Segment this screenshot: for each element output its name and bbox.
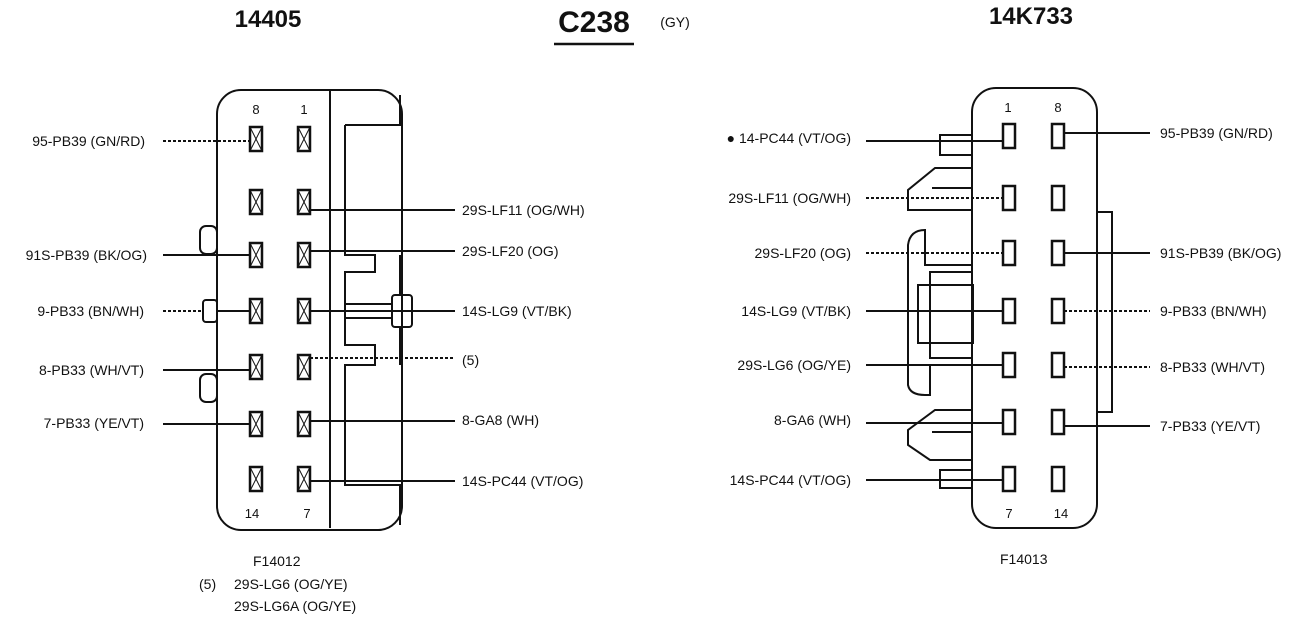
right-wire-label: 8-GA6 (WH) bbox=[774, 412, 851, 428]
right-pin bbox=[1050, 351, 1066, 379]
right-pin-grid bbox=[1001, 122, 1066, 493]
left-wire-label: 7-PB33 (YE/VT) bbox=[44, 415, 144, 431]
left-part-number: 14405 bbox=[235, 6, 302, 33]
left-wire-label: 29S-LF11 (OG/WH) bbox=[462, 202, 585, 218]
right-pin bbox=[1050, 122, 1066, 150]
left-wire-label: (5) bbox=[462, 352, 479, 368]
left-pin-num-1: 1 bbox=[300, 102, 307, 117]
right-latch-lower bbox=[907, 409, 972, 461]
right-wire-label: 9-PB33 (BN/WH) bbox=[1160, 303, 1267, 319]
right-wire-label: 14S-LG9 (VT/BK) bbox=[741, 303, 851, 319]
left-pin bbox=[296, 353, 312, 381]
right-wire-label: 7-PB33 (YE/VT) bbox=[1160, 418, 1260, 434]
right-connector-body bbox=[971, 87, 1098, 529]
left-side-tab-3 bbox=[199, 373, 218, 403]
right-pin-num-7: 7 bbox=[1005, 506, 1012, 521]
left-side-tab-2 bbox=[202, 299, 218, 323]
left-pin bbox=[296, 125, 312, 153]
left-pin bbox=[248, 241, 264, 269]
note-line: 29S-LG6 (OG/YE) bbox=[234, 576, 348, 592]
left-wire-label: 8-PB33 (WH/VT) bbox=[39, 362, 144, 378]
right-pin bbox=[1050, 465, 1066, 493]
left-side-tab-1 bbox=[199, 225, 218, 255]
left-wire-label: 29S-LF20 (OG) bbox=[462, 243, 558, 259]
right-wire-label: 8-PB33 (WH/VT) bbox=[1160, 359, 1265, 375]
right-pin-num-1: 1 bbox=[1004, 100, 1011, 115]
left-wire-label: 95-PB39 (GN/RD) bbox=[32, 133, 145, 149]
left-pin-num-7: 7 bbox=[303, 506, 310, 521]
right-wire-label: 14S-PC44 (VT/OG) bbox=[730, 472, 851, 488]
left-pin bbox=[296, 410, 312, 438]
left-wire-label: 9-PB33 (BN/WH) bbox=[37, 303, 144, 319]
right-pin bbox=[1050, 184, 1066, 212]
right-connector: 1 8 7 14 bbox=[727, 87, 1281, 567]
right-latch-upper bbox=[907, 167, 972, 211]
left-pin bbox=[248, 410, 264, 438]
right-wire-label: 95-PB39 (GN/RD) bbox=[1160, 125, 1273, 141]
right-wire-label: 29S-LG6 (OG/YE) bbox=[737, 357, 851, 373]
right-pin bbox=[1001, 465, 1017, 493]
right-wire-label: 29S-LF11 (OG/WH) bbox=[728, 190, 851, 206]
right-pin bbox=[1001, 351, 1017, 379]
left-wire-label: 8-GA8 (WH) bbox=[462, 412, 539, 428]
right-pin bbox=[1050, 408, 1066, 436]
left-pin-num-14: 14 bbox=[245, 506, 259, 521]
right-wire-label: 29S-LF20 (OG) bbox=[755, 245, 851, 261]
left-pin bbox=[248, 125, 264, 153]
connector-id: C238 bbox=[558, 6, 630, 39]
left-pin bbox=[248, 188, 264, 216]
left-pin-grid bbox=[248, 125, 312, 493]
left-pin-num-8: 8 bbox=[252, 102, 259, 117]
left-pin bbox=[248, 297, 264, 325]
right-pin bbox=[1001, 297, 1017, 325]
right-latch-middle bbox=[907, 228, 973, 410]
right-pin bbox=[1001, 408, 1017, 436]
left-pin bbox=[296, 297, 312, 325]
right-part-number: 14K733 bbox=[989, 3, 1073, 30]
left-pin bbox=[296, 241, 312, 269]
left-wire-label: 14S-PC44 (VT/OG) bbox=[462, 473, 583, 489]
right-wire-label: 91S-PB39 (BK/OG) bbox=[1160, 245, 1281, 261]
right-pin bbox=[1050, 297, 1066, 325]
left-pin bbox=[248, 465, 264, 493]
left-pin bbox=[296, 465, 312, 493]
note-line: 29S-LG6A (OG/YE) bbox=[234, 598, 356, 614]
left-wire-label: 14S-LG9 (VT/BK) bbox=[462, 303, 572, 319]
note-ref: (5) bbox=[199, 576, 216, 592]
right-pin bbox=[1001, 184, 1017, 212]
right-wire-label: ● 14-PC44 (VT/OG) bbox=[727, 130, 851, 146]
connector-color: (GY) bbox=[660, 14, 690, 30]
left-connector: 8 1 14 7 bbox=[26, 89, 585, 614]
right-pin bbox=[1001, 122, 1017, 150]
right-pin bbox=[1001, 239, 1017, 267]
left-wire-label: 91S-PB39 (BK/OG) bbox=[26, 247, 147, 263]
left-latch-channel bbox=[344, 95, 401, 525]
left-figure-id: F14012 bbox=[253, 553, 301, 569]
right-pin-num-14: 14 bbox=[1054, 506, 1068, 521]
right-pin-num-8: 8 bbox=[1054, 100, 1061, 115]
left-pin bbox=[296, 188, 312, 216]
right-figure-id: F14013 bbox=[1000, 551, 1048, 567]
right-pin bbox=[1050, 239, 1066, 267]
left-pin bbox=[248, 353, 264, 381]
